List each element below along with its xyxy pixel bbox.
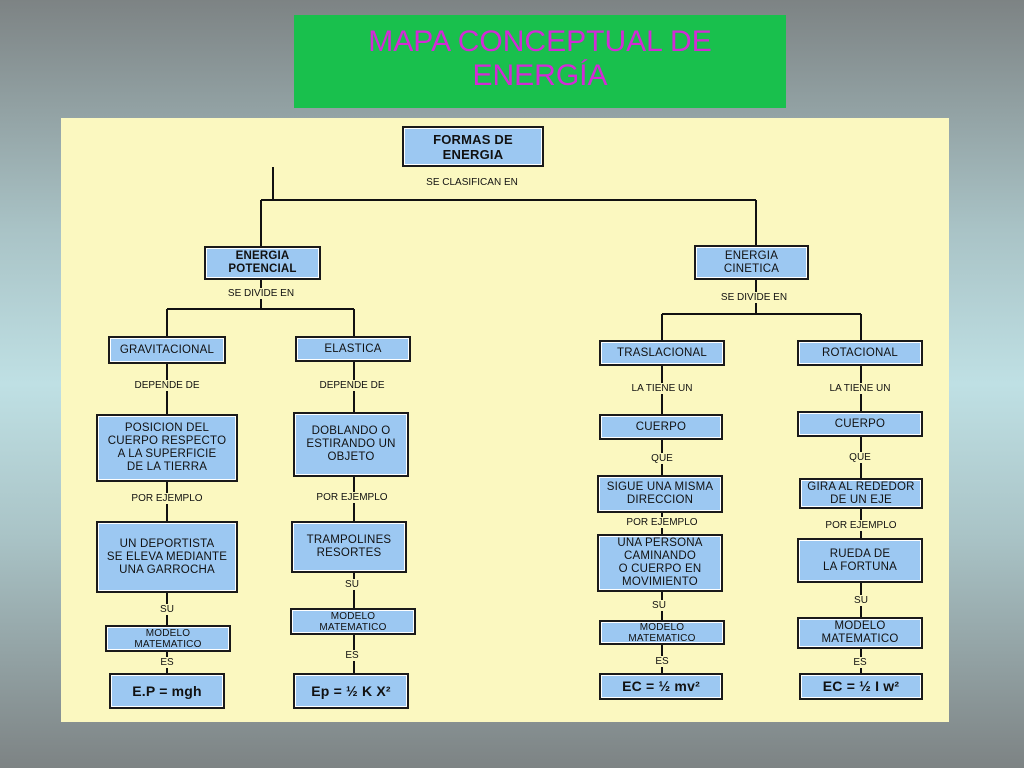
label-su-traslacional: SU [650, 600, 668, 611]
label-por-ejemplo-gravitacional: POR EJEMPLO [129, 493, 205, 504]
label-es-gravitacional: ES [158, 657, 176, 668]
label-que-traslacional: QUE [649, 453, 675, 464]
label-es-traslacional: ES [653, 656, 671, 667]
title-line-2: ENERGÍA [472, 59, 608, 92]
node-formula-ep-kx2: Ep = ½ K X² [293, 673, 409, 709]
node-cuerpo-rotacional: CUERPO [797, 411, 923, 437]
node-traslacional: TRASLACIONAL [599, 340, 725, 366]
node-cuerpo-traslacional: CUERPO [599, 414, 723, 440]
node-rotacional: ROTACIONAL [797, 340, 923, 366]
label-la-tiene-un-traslacional: LA TIENE UN [629, 383, 695, 394]
label-por-ejemplo-elastica: POR EJEMPLO [314, 492, 390, 503]
label-depende-de-gravitacional: DEPENDE DE [132, 380, 202, 391]
title-banner: MAPA CONCEPTUAL DE ENERGÍA [294, 15, 786, 108]
label-su-rotacional: SU [852, 595, 870, 606]
node-formula-ep-mgh: E.P = mgh [109, 673, 225, 709]
label-es-elastica: ES [343, 650, 361, 661]
label-por-ejemplo-traslacional: POR EJEMPLO [624, 517, 700, 528]
label-se-divide-en-cinetica: SE DIVIDE EN [718, 292, 790, 303]
label-su-gravitacional: SU [158, 604, 176, 615]
label-es-rotacional: ES [851, 657, 869, 668]
label-la-tiene-un-rotacional: LA TIENE UN [827, 383, 893, 394]
node-formula-ec-mv2: EC = ½ mv² [599, 673, 723, 700]
label-que-rotacional: QUE [847, 452, 873, 463]
node-gravitacional: GRAVITACIONAL [108, 336, 226, 364]
node-elastica: ELASTICA [295, 336, 411, 362]
node-formula-ec-iw2: EC = ½ I w² [799, 673, 923, 700]
label-se-clasifican-en: SE CLASIFICAN EN [424, 177, 520, 188]
label-se-divide-en-potencial: SE DIVIDE EN [225, 288, 297, 299]
label-depende-de-elastica: DEPENDE DE [317, 380, 387, 391]
label-su-elastica: SU [343, 579, 361, 590]
title-line-1: MAPA CONCEPTUAL DE [368, 25, 712, 58]
label-por-ejemplo-rotacional: POR EJEMPLO [823, 520, 899, 531]
